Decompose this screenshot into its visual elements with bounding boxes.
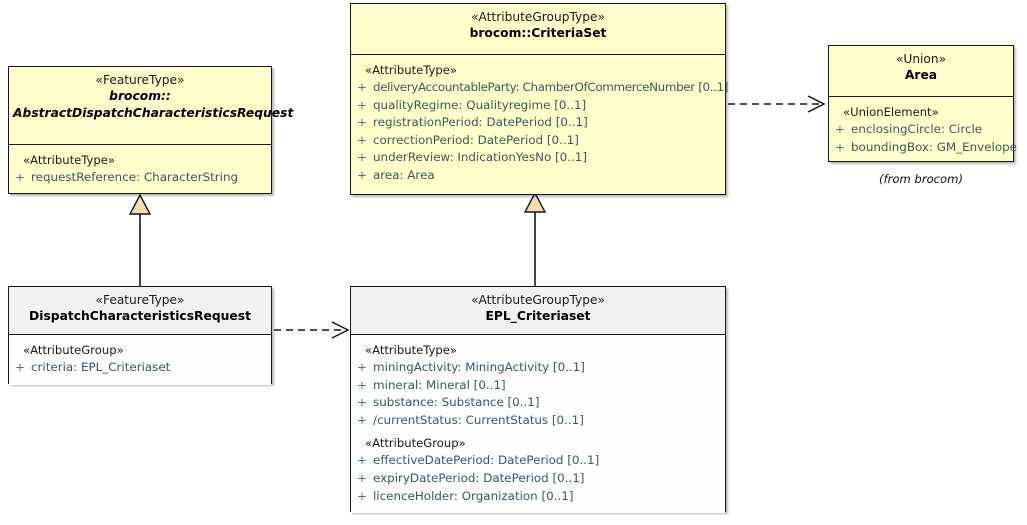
attribute-visibility: + — [835, 139, 845, 154]
attribute-text: deliveryAccountableParty: ChamberOfComme… — [373, 80, 729, 94]
attribute-visibility: + — [357, 412, 367, 427]
compartment-label: «AttributeType» — [23, 153, 116, 167]
attribute-text: underReview: IndicationYesNo [0..1] — [373, 150, 587, 165]
attribute-row[interactable]: + requestReference: CharacterString — [9, 169, 271, 187]
attribute-text: correctionPeriod: DatePeriod [0..1] — [373, 132, 579, 147]
attribute-row[interactable]: + /currentStatus: CurrentStatus [0..1] — [351, 412, 725, 430]
attribute-text: miningActivity: MiningActivity [0..1] — [373, 360, 585, 374]
class-name: brocom::CriteriaSet — [469, 26, 607, 40]
attribute-text: boundingBox: GM_Envelope — [851, 139, 1017, 154]
class-stereotype: «FeatureType» — [95, 73, 185, 87]
attribute-text: area: Area — [373, 167, 435, 182]
attribute-visibility: + — [357, 150, 367, 165]
compartment-label: «AttributeGroup» — [365, 436, 466, 451]
class-body: «AttributeGroup» + criteria: EPL_Criteri… — [9, 335, 271, 385]
attribute-visibility: + — [357, 488, 367, 503]
class-stereotype: «AttributeGroupType» — [471, 293, 605, 307]
attribute-text: requestReference: CharacterString — [31, 170, 239, 184]
compartment-label: «AttributeType» — [365, 343, 458, 357]
attribute-row[interactable]: + mineral: Mineral [0..1] — [351, 377, 725, 395]
attribute-visibility: + — [357, 360, 367, 374]
attribute-row[interactable]: + criteria: EPL_Criteriaset — [9, 359, 271, 377]
class-area-union[interactable]: «Union» Area «UnionElement» + enclosingC… — [828, 45, 1017, 164]
class-stereotype: «Union» — [895, 52, 947, 66]
attribute-row[interactable]: + licenceHolder: Organization [0..1] — [351, 488, 725, 506]
class-name: Area — [904, 68, 938, 82]
attribute-visibility: + — [357, 115, 367, 130]
connector-generalization-criteriaset[interactable] — [523, 191, 547, 286]
attribute-row[interactable]: + effectiveDatePeriod: DatePeriod [0..1] — [351, 452, 725, 470]
attribute-visibility: + — [15, 170, 25, 184]
attribute-text: expiryDatePeriod: DatePeriod [0..1] — [373, 470, 585, 485]
attribute-visibility: + — [357, 132, 367, 147]
attribute-text: enclosingCircle: Circle — [851, 122, 983, 136]
class-stereotype: «AttributeGroupType» — [471, 10, 605, 24]
area-package-note: (from brocom) — [879, 172, 963, 186]
attribute-text: /currentStatus: CurrentStatus [0..1] — [373, 412, 584, 427]
attribute-visibility: + — [357, 395, 367, 410]
attribute-row[interactable]: + area: Area — [351, 167, 725, 185]
class-epl-criteriaset[interactable]: «AttributeGroupType» EPL_Criteriaset «At… — [350, 286, 726, 514]
class-name: EPL_Criteriaset — [485, 309, 591, 323]
class-header: «AttributeGroupType» EPL_Criteriaset — [351, 287, 725, 335]
attribute-visibility: + — [357, 167, 367, 182]
attribute-text: registrationPeriod: DatePeriod [0..1] — [373, 115, 588, 130]
class-name-line1: brocom:: — [109, 89, 171, 103]
attribute-text: licenceHolder: Organization [0..1] — [373, 488, 574, 503]
attribute-row[interactable]: + correctionPeriod: DatePeriod [0..1] — [351, 132, 725, 150]
attribute-visibility: + — [15, 360, 25, 374]
attribute-visibility: + — [357, 377, 367, 392]
class-header: «FeatureType» DispatchCharacteristicsReq… — [9, 287, 271, 335]
attribute-text: criteria: EPL_Criteriaset — [31, 360, 171, 374]
attribute-row[interactable]: + expiryDatePeriod: DatePeriod [0..1] — [351, 470, 725, 488]
class-body: «UnionElement» + enclosingCircle: Circle… — [829, 97, 1017, 164]
attribute-visibility: + — [357, 80, 367, 94]
attribute-visibility: + — [357, 470, 367, 485]
compartment-label: «AttributeGroup» — [23, 343, 124, 357]
attribute-row[interactable]: + deliveryAccountableParty: ChamberOfCom… — [351, 79, 729, 97]
class-body: «AttributeType» + requestReference: Char… — [9, 145, 271, 195]
class-header: «Union» Area — [829, 46, 1013, 97]
connector-generalization-dispatch[interactable] — [128, 193, 152, 286]
attribute-visibility: + — [357, 453, 367, 468]
attribute-text: substance: Substance [0..1] — [373, 395, 540, 410]
class-header: «FeatureType» brocom:: AbstractDispatchC… — [9, 67, 294, 145]
attribute-visibility: + — [835, 122, 845, 136]
attribute-row[interactable]: + qualityRegime: Qualityregime [0..1] — [351, 97, 725, 115]
attribute-text: mineral: Mineral [0..1] — [373, 377, 506, 392]
class-dispatch-characteristics-request[interactable]: «FeatureType» DispatchCharacteristicsReq… — [8, 286, 272, 385]
attribute-row[interactable]: + enclosingCircle: Circle — [829, 121, 1013, 139]
attribute-text: qualityRegime: Qualityregime [0..1] — [373, 97, 587, 112]
attribute-row[interactable]: + registrationPeriod: DatePeriod [0..1] — [351, 114, 725, 132]
attribute-text: effectiveDatePeriod: DatePeriod [0..1] — [373, 453, 600, 468]
class-name: DispatchCharacteristicsRequest — [29, 309, 251, 323]
class-brocom-criteriaset[interactable]: «AttributeGroupType» brocom::CriteriaSet… — [350, 3, 729, 195]
class-abstract-dispatch-characteristics-request[interactable]: «FeatureType» brocom:: AbstractDispatchC… — [8, 66, 294, 195]
class-body: «AttributeType» + miningActivity: Mining… — [351, 335, 725, 514]
class-name-line2: AbstractDispatchCharacteristicsRequest — [13, 106, 294, 120]
class-body: «AttributeType» + deliveryAccountablePar… — [351, 55, 729, 193]
compartment-label: «UnionElement» — [843, 105, 939, 119]
compartment-label: «AttributeType» — [365, 63, 458, 77]
attribute-row[interactable]: + boundingBox: GM_Envelope — [829, 139, 1017, 157]
attribute-row[interactable]: + miningActivity: MiningActivity [0..1] — [351, 359, 725, 377]
attribute-row[interactable]: + underReview: IndicationYesNo [0..1] — [351, 149, 725, 167]
connector-dependency-dispatch-to-epl[interactable] — [274, 321, 350, 339]
attribute-row[interactable]: + substance: Substance [0..1] — [351, 394, 725, 412]
attribute-visibility: + — [357, 97, 367, 112]
class-header: «AttributeGroupType» brocom::CriteriaSet — [351, 4, 725, 55]
class-stereotype: «FeatureType» — [95, 293, 185, 307]
connector-dependency-criteriaset-to-area[interactable] — [728, 95, 826, 113]
